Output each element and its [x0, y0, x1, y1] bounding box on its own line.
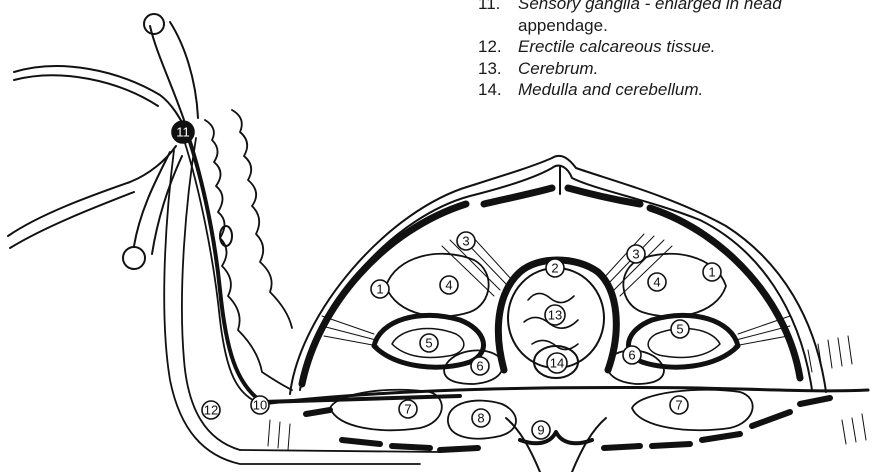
svg-text:10: 10	[253, 398, 267, 413]
svg-text:8: 8	[477, 411, 484, 426]
muscle-fibres	[322, 234, 790, 346]
svg-text:3: 3	[462, 234, 469, 249]
svg-text:6: 6	[476, 359, 483, 374]
svg-text:1: 1	[708, 265, 715, 280]
callout-11: 11	[172, 121, 194, 143]
tentacle-bulb-lower	[123, 247, 145, 269]
legend-number: 12.	[478, 36, 518, 58]
svg-text:9: 9	[537, 423, 544, 438]
callout-2: 2	[546, 259, 564, 277]
svg-text:12: 12	[204, 403, 218, 418]
callout-9: 9	[532, 421, 550, 439]
callout-12: 12	[202, 401, 220, 419]
legend-number: 13.	[478, 58, 518, 80]
callout-10: 10	[251, 396, 269, 414]
callout-4-left: 4	[440, 276, 458, 294]
callout-1-right: 1	[703, 263, 721, 281]
svg-text:4: 4	[653, 275, 660, 290]
legend-item-12: 12. Erectile calcareous tissue.	[478, 36, 876, 58]
legend-item-13: 13. Cerebrum.	[478, 58, 876, 80]
callout-5-left: 5	[420, 334, 438, 352]
legend-text: Sensory ganglia - enlarged in head	[518, 0, 782, 15]
callout-1-left: 1	[371, 280, 389, 298]
callout-3-left: 3	[457, 232, 475, 250]
svg-text:7: 7	[675, 398, 682, 413]
svg-text:5: 5	[425, 336, 432, 351]
callout-6-right: 6	[623, 346, 641, 364]
svg-text:3: 3	[632, 247, 639, 262]
svg-text:4: 4	[445, 278, 452, 293]
callout-5-right: 5	[671, 320, 689, 338]
ventral-keel	[506, 418, 606, 472]
svg-text:7: 7	[404, 402, 411, 417]
svg-text:11: 11	[176, 125, 190, 140]
callout-4-right: 4	[648, 273, 666, 291]
svg-text:1: 1	[376, 282, 383, 297]
callout-7-left: 7	[399, 400, 417, 418]
legend: 11. Sensory ganglia - enlarged in head a…	[478, 0, 876, 101]
legend-text: Cerebrum.	[518, 58, 598, 80]
legend-text: Medulla and cerebellum.	[518, 79, 703, 101]
legend-item-11: 11. Sensory ganglia - enlarged in head	[478, 0, 876, 15]
svg-text:13: 13	[548, 308, 562, 323]
callout-13: 13	[545, 305, 565, 325]
head-appendage	[8, 14, 198, 269]
legend-text: Erectile calcareous tissue.	[518, 36, 715, 58]
callout-8: 8	[472, 409, 490, 427]
svg-text:6: 6	[628, 348, 635, 363]
callout-7-right: 7	[670, 396, 688, 414]
base-line	[262, 388, 868, 404]
callout-3-right: 3	[627, 245, 645, 263]
legend-item-14: 14. Medulla and cerebellum.	[478, 79, 876, 101]
svg-text:14: 14	[550, 356, 564, 371]
svg-text:2: 2	[551, 261, 558, 276]
svg-text:5: 5	[676, 322, 683, 337]
callout-6-left: 6	[471, 357, 489, 375]
legend-number: 11.	[478, 0, 518, 15]
callout-14: 14	[547, 353, 567, 373]
tentacle-bulb-upper	[144, 14, 164, 34]
legend-number: 14.	[478, 79, 518, 101]
legend-item-11-continuation: appendage.	[478, 15, 876, 37]
